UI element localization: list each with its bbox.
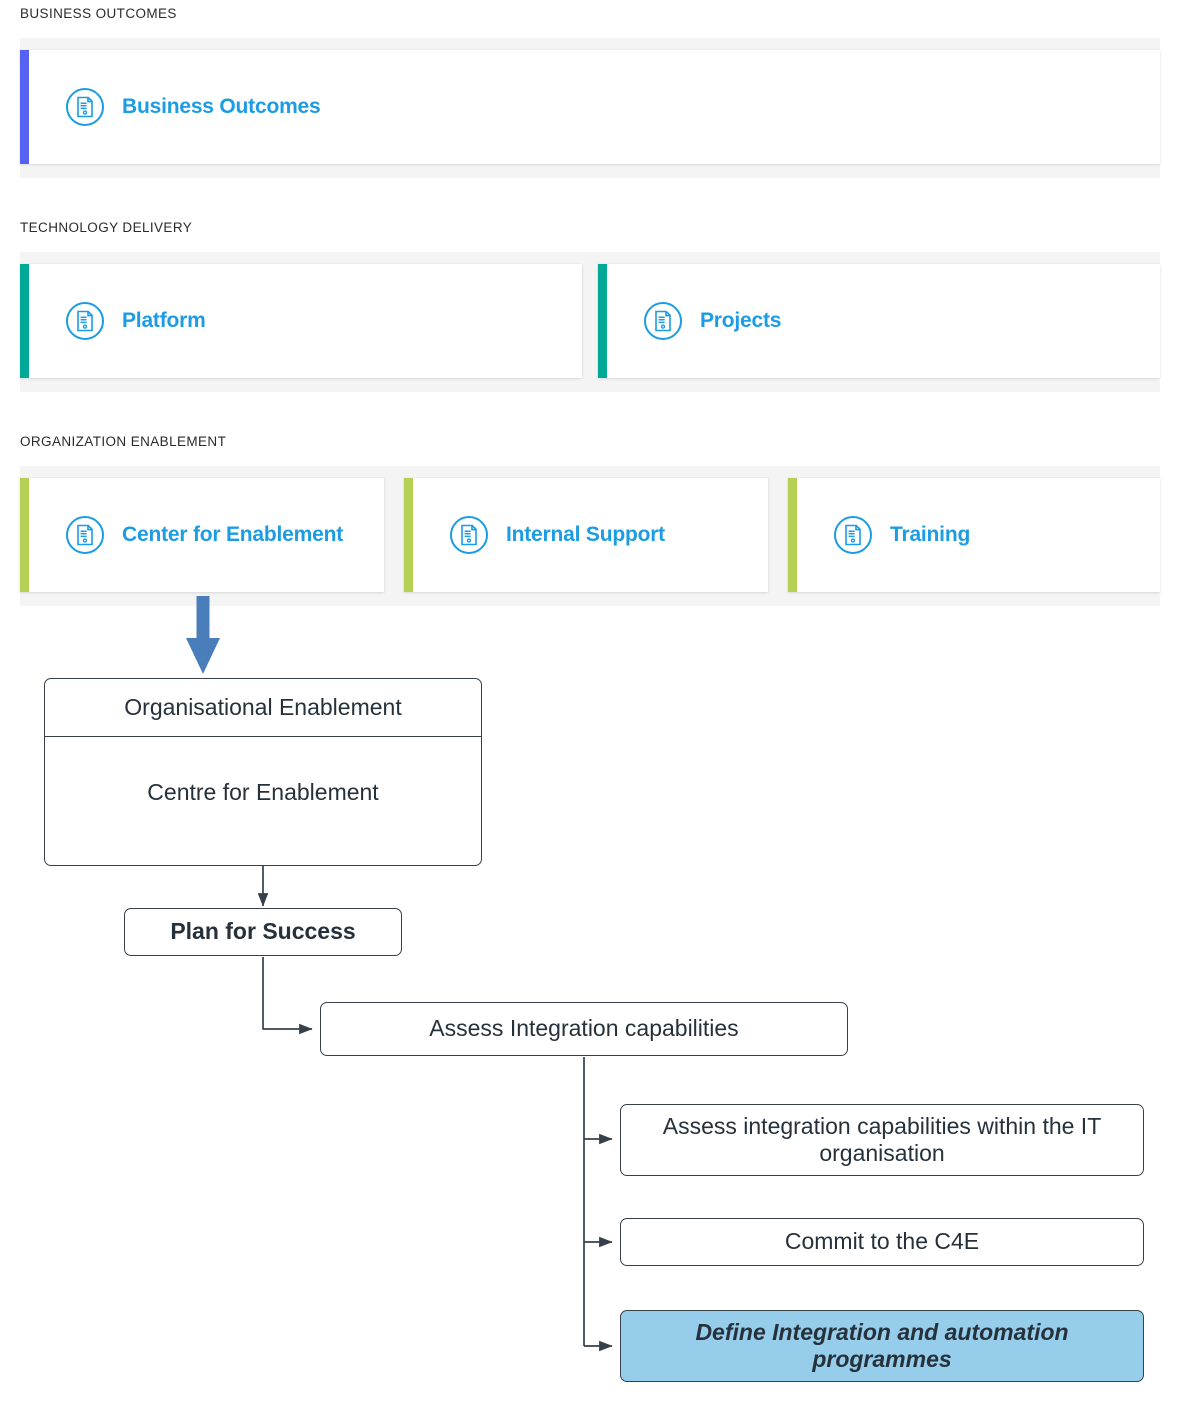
card-accent-bar [20, 50, 29, 164]
section-label-organization-enablement: ORGANIZATION ENABLEMENT [20, 434, 227, 449]
card-internal-support[interactable]: Internal Support [404, 478, 768, 592]
card-title: Platform [122, 309, 206, 332]
flow-node-commit-to-c4e[interactable]: Commit to the C4E [620, 1218, 1144, 1266]
connector-plan-to-assess [262, 957, 313, 1035]
card-title: Business Outcomes [122, 95, 321, 118]
card-title: Projects [700, 309, 782, 332]
card-title: Internal Support [506, 523, 665, 546]
card-center-for-enablement[interactable]: Center for Enablement [20, 478, 384, 592]
document-icon [834, 516, 872, 554]
document-icon [644, 302, 682, 340]
document-icon [66, 516, 104, 554]
flow-node-centre-for-enablement-title: Centre for Enablement [147, 779, 379, 806]
card-accent-bar [20, 478, 29, 592]
flow-node-assess-integration-capabilities[interactable]: Assess Integration capabilities [320, 1002, 848, 1056]
document-icon [66, 302, 104, 340]
flow-node-organisational-enablement[interactable]: Organisational Enablement Centre for Ena… [44, 678, 482, 866]
flow-node-org-enablement-title: Organisational Enablement [45, 679, 481, 737]
card-platform[interactable]: Platform [20, 264, 582, 378]
card-business-outcomes[interactable]: Business Outcomes [20, 50, 1160, 164]
flow-node-define-integration-automation-programmes[interactable]: Define Integration and automation progra… [620, 1310, 1144, 1382]
entry-arrow-blue [186, 596, 220, 674]
card-accent-bar [404, 478, 413, 592]
card-accent-bar [20, 264, 29, 378]
flow-node-assess-within-it-organisation[interactable]: Assess integration capabilities within t… [620, 1104, 1144, 1176]
document-icon [66, 88, 104, 126]
flow-node-plan-for-success[interactable]: Plan for Success [124, 908, 402, 956]
section-label-business-outcomes: BUSINESS OUTCOMES [20, 6, 177, 21]
card-title: Training [890, 523, 971, 546]
card-accent-bar [598, 264, 607, 378]
card-training[interactable]: Training [788, 478, 1160, 592]
document-icon [450, 516, 488, 554]
card-title: Center for Enablement [122, 523, 344, 546]
section-label-technology-delivery: TECHNOLOGY DELIVERY [20, 220, 193, 235]
card-projects[interactable]: Projects [598, 264, 1160, 378]
card-accent-bar [788, 478, 797, 592]
